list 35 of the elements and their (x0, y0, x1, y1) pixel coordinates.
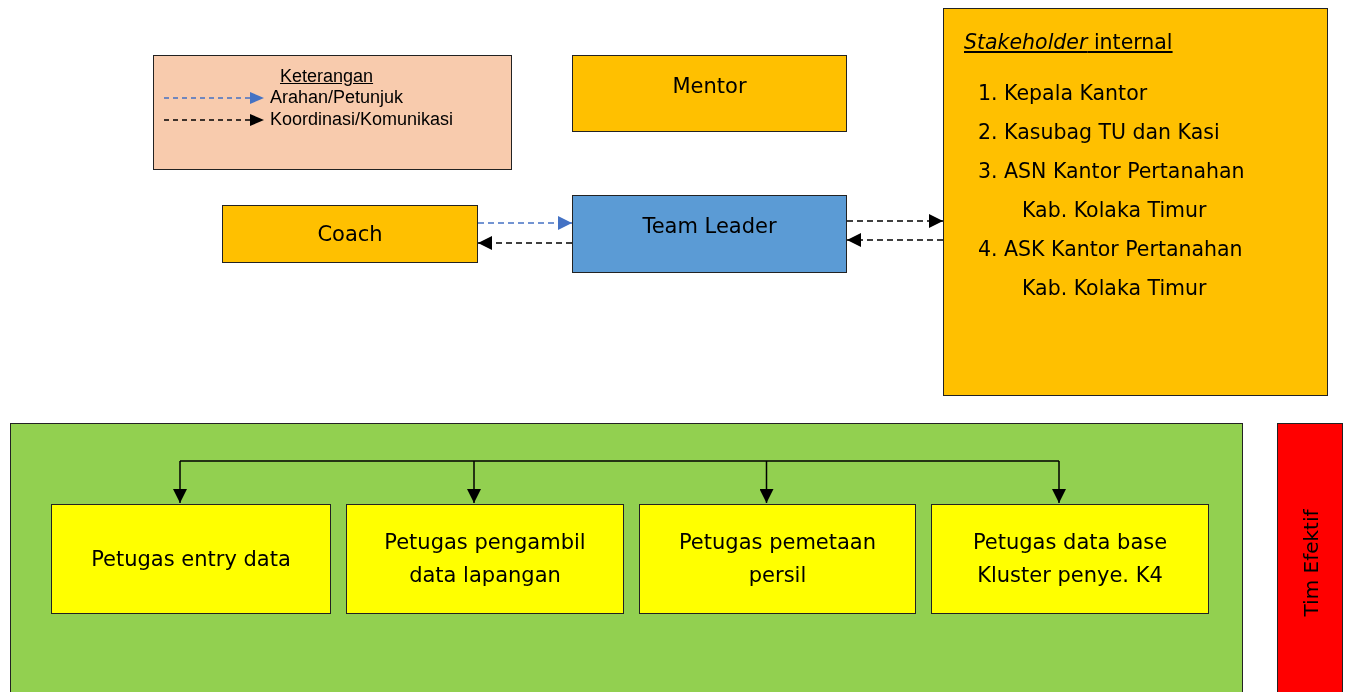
list-item: 3. ASN Kantor Pertanahan Kab. Kolaka Timur (977, 158, 1246, 224)
legend-label: Koordinasi/Komunikasi (270, 109, 454, 130)
arrow (846, 233, 944, 247)
task-box (51, 504, 331, 614)
task-box (639, 504, 916, 614)
task-box (346, 504, 624, 614)
arrow (477, 236, 573, 250)
arrow (759, 460, 774, 504)
list-item: 1. Kepala Kantor (977, 80, 1149, 107)
stakeholder-box (943, 8, 1328, 396)
legend-label: Arahan/Petunjuk (270, 87, 404, 108)
box-label: Coach (317, 220, 383, 248)
team-panel (10, 423, 1243, 692)
box-label: Team Leader (642, 213, 777, 240)
arrow (846, 214, 944, 228)
list-item: 2. Kasubag TU dan Kasi (977, 119, 1221, 146)
role-box (572, 55, 847, 132)
box-heading: Stakeholder internal (964, 29, 1174, 56)
arrow (1052, 460, 1066, 504)
team-label-box (1277, 423, 1343, 692)
box-label: Petugas pemetaan persil (677, 529, 878, 589)
box-label: Mentor (672, 73, 747, 100)
team-label: Tim Efektif (1298, 509, 1322, 617)
box-label: Petugas pengambil data lapangan (383, 529, 587, 589)
legend-box (153, 55, 512, 170)
list-item: 4. ASK Kantor Pertanahan Kab. Kolaka Timur (977, 236, 1244, 302)
legend-title: Keterangan (280, 66, 374, 87)
box-label: Petugas entry data (91, 545, 291, 573)
arrow (467, 460, 481, 504)
role-box (222, 205, 478, 263)
task-box (931, 504, 1209, 614)
arrow (477, 216, 573, 230)
arrow (173, 460, 187, 504)
role-box (572, 195, 847, 273)
box-label: Petugas data base Kluster penye. K4 (971, 529, 1169, 589)
